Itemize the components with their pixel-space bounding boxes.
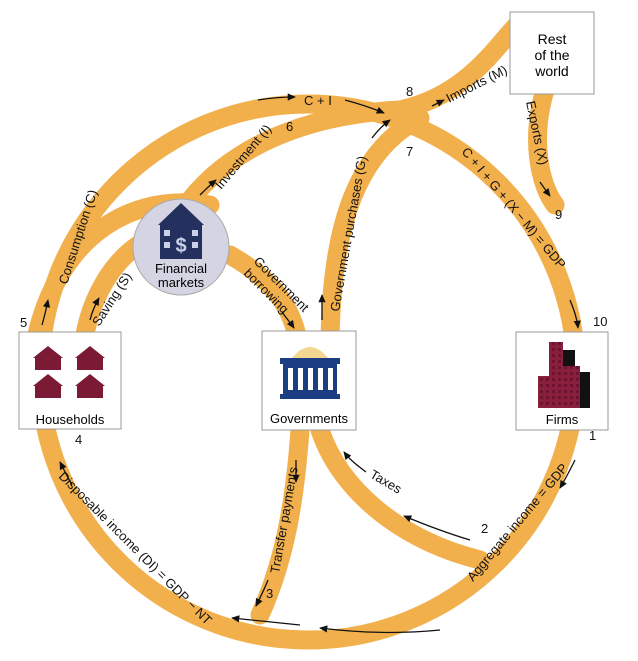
band-borrowing xyxy=(220,245,308,350)
number-2: 2 xyxy=(481,521,488,536)
rest-of-world-node: Rest of the world xyxy=(509,11,595,95)
svg-text:$: $ xyxy=(175,235,186,257)
band-transfers xyxy=(250,420,310,625)
firms-label: Firms xyxy=(546,412,579,427)
arrow-c-plus-i-b xyxy=(344,99,385,114)
houses-icon xyxy=(33,346,105,398)
number-8: 8 xyxy=(406,84,413,99)
label-disposable-income: Disposable income (DI) = GDP − NT xyxy=(56,469,215,628)
number-3: 3 xyxy=(266,586,273,601)
financial-markets-label-2: markets xyxy=(158,275,205,290)
number-6: 6 xyxy=(286,119,293,134)
arrow-gdp xyxy=(569,299,581,329)
number-5: 5 xyxy=(20,315,27,330)
arrow-exports xyxy=(539,181,551,197)
arrow-govt-purchases-b xyxy=(371,119,391,139)
rest-of-world-label-2: of the xyxy=(534,47,569,63)
governments-label: Governments xyxy=(270,411,349,426)
band-govt-purchases xyxy=(320,108,430,360)
arrow-taxes-b xyxy=(403,515,471,541)
number-4: 4 xyxy=(75,432,82,447)
number-9: 9 xyxy=(555,207,562,222)
band-taxes xyxy=(310,420,490,570)
financial-markets-node: $ Financial markets xyxy=(132,198,230,296)
flow-arrows xyxy=(41,93,581,634)
number-7: 7 xyxy=(406,144,413,159)
arrow-c-plus-i-a xyxy=(257,93,296,101)
households-node: Households xyxy=(18,331,122,430)
band-exports xyxy=(528,80,565,215)
arrow-bottom-a xyxy=(319,625,441,634)
arrow-imports xyxy=(431,99,445,107)
point-numbers: 1 2 3 4 5 6 7 8 9 10 xyxy=(20,84,607,601)
arrow-investment xyxy=(199,179,217,196)
financial-markets-label-1: Financial xyxy=(155,261,207,276)
number-1: 1 xyxy=(589,428,596,443)
households-label: Households xyxy=(36,412,105,427)
firms-node: Firms xyxy=(515,331,609,431)
rest-of-world-label-1: Rest xyxy=(538,31,567,47)
label-taxes: Taxes xyxy=(368,467,405,497)
arrow-consumption xyxy=(41,299,51,326)
label-aggregate-income: Aggregate income = GDP xyxy=(464,461,571,584)
arrow-borrowing xyxy=(281,311,295,329)
band-investment xyxy=(180,100,410,210)
arrow-disposable-income xyxy=(59,461,73,486)
arrow-transfers-b xyxy=(255,579,269,607)
factory-buildings-icon xyxy=(538,342,590,408)
governments-node: Governments xyxy=(261,330,357,431)
households-box xyxy=(18,331,122,430)
rest-of-world-label-3: world xyxy=(534,63,568,79)
arrow-taxes-a xyxy=(343,451,367,473)
rest-of-world-box xyxy=(509,11,595,95)
capitol-building-icon xyxy=(280,347,340,399)
label-investment: Investment (I) xyxy=(212,121,275,192)
label-c-plus-i: C + I xyxy=(304,93,332,108)
arrow-bottom-b xyxy=(231,615,301,626)
arrow-saving xyxy=(89,297,100,321)
arrow-aggregate-income xyxy=(559,459,576,489)
bank-building-icon: $ xyxy=(158,203,204,259)
number-10: 10 xyxy=(593,314,607,329)
